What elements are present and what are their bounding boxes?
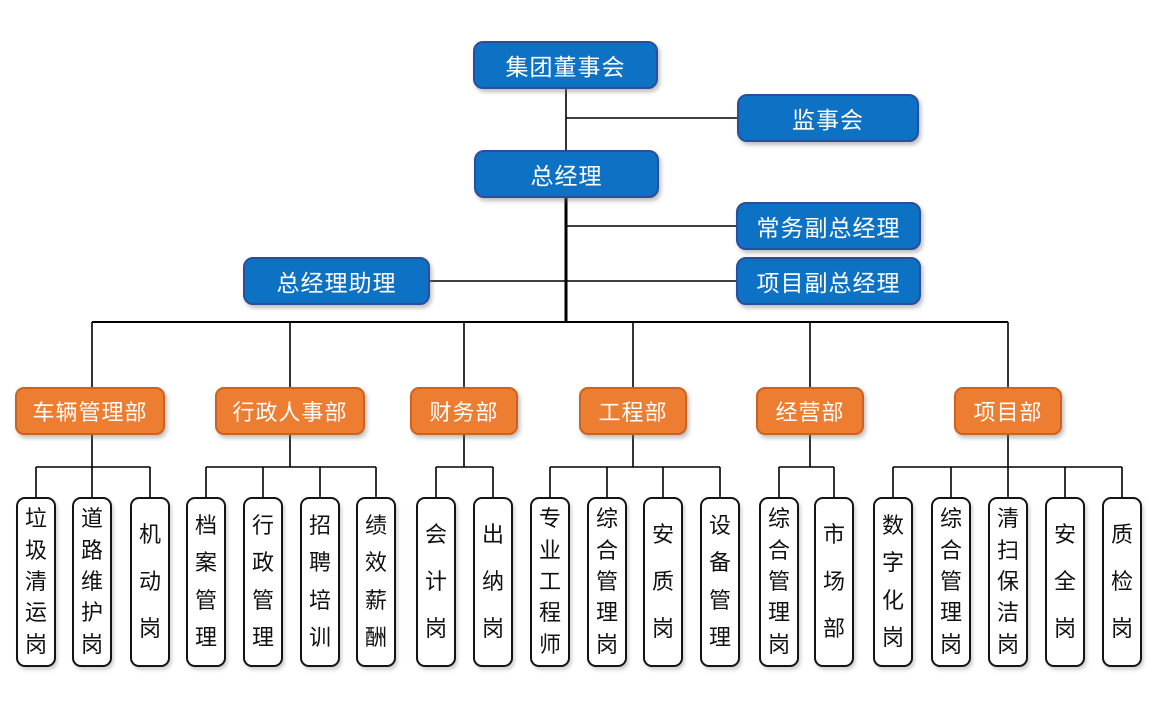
position-node: 招聘培训	[300, 497, 340, 667]
dept-business: 经营部	[756, 387, 864, 435]
dept-label: 项目部	[973, 400, 1043, 425]
position-node: 会计岗	[416, 497, 456, 667]
position-node: 垃圾清运岗	[16, 497, 56, 667]
position-node: 综合管理岗	[931, 497, 971, 667]
node-general-manager: 总经理	[474, 150, 659, 198]
dept-label: 工程部	[598, 400, 668, 425]
position-node: 绩效薪酬	[356, 497, 396, 667]
dept-admin-hr: 行政人事部	[215, 387, 365, 435]
position-node: 设备管理	[700, 497, 740, 667]
node-group-board: 集团董事会	[473, 41, 658, 89]
position-node: 清扫保洁岗	[988, 497, 1028, 667]
position-node: 综合管理岗	[759, 497, 799, 667]
position-node: 数字化岗	[873, 497, 913, 667]
dept-label: 行政人事部	[232, 400, 348, 425]
node-exec-deputy-gm-label: 常务副总经理	[756, 215, 901, 241]
node-group-board-label: 集团董事会	[505, 54, 626, 80]
position-node: 市场部	[814, 497, 854, 667]
position-node: 质检岗	[1102, 497, 1142, 667]
node-supervisory-board-label: 监事会	[792, 107, 864, 133]
node-supervisory-board: 监事会	[737, 94, 919, 142]
node-exec-deputy-gm: 常务副总经理	[736, 202, 921, 250]
position-node: 专业工程师	[530, 497, 570, 667]
position-node: 综合管理岗	[587, 497, 627, 667]
dept-vehicle-management: 车辆管理部	[15, 387, 165, 435]
position-node: 机动岗	[130, 497, 170, 667]
dept-project: 项目部	[954, 387, 1062, 435]
position-node: 安质岗	[643, 497, 683, 667]
node-project-deputy-gm: 项目副总经理	[736, 257, 921, 305]
node-gm-assistant: 总经理助理	[243, 257, 430, 305]
dept-label: 财务部	[429, 400, 499, 425]
dept-engineering: 工程部	[579, 387, 687, 435]
dept-finance: 财务部	[410, 387, 518, 435]
position-node: 档案管理	[186, 497, 226, 667]
position-node: 出纳岗	[473, 497, 513, 667]
node-gm-assistant-label: 总经理助理	[276, 270, 397, 296]
dept-label: 车辆管理部	[32, 400, 148, 425]
node-project-deputy-gm-label: 项目副总经理	[756, 270, 901, 296]
dept-label: 经营部	[775, 400, 845, 425]
position-node: 安全岗	[1045, 497, 1085, 667]
position-node: 行政管理	[243, 497, 283, 667]
node-general-manager-label: 总经理	[530, 163, 603, 189]
position-node: 道路维护岗	[72, 497, 112, 667]
